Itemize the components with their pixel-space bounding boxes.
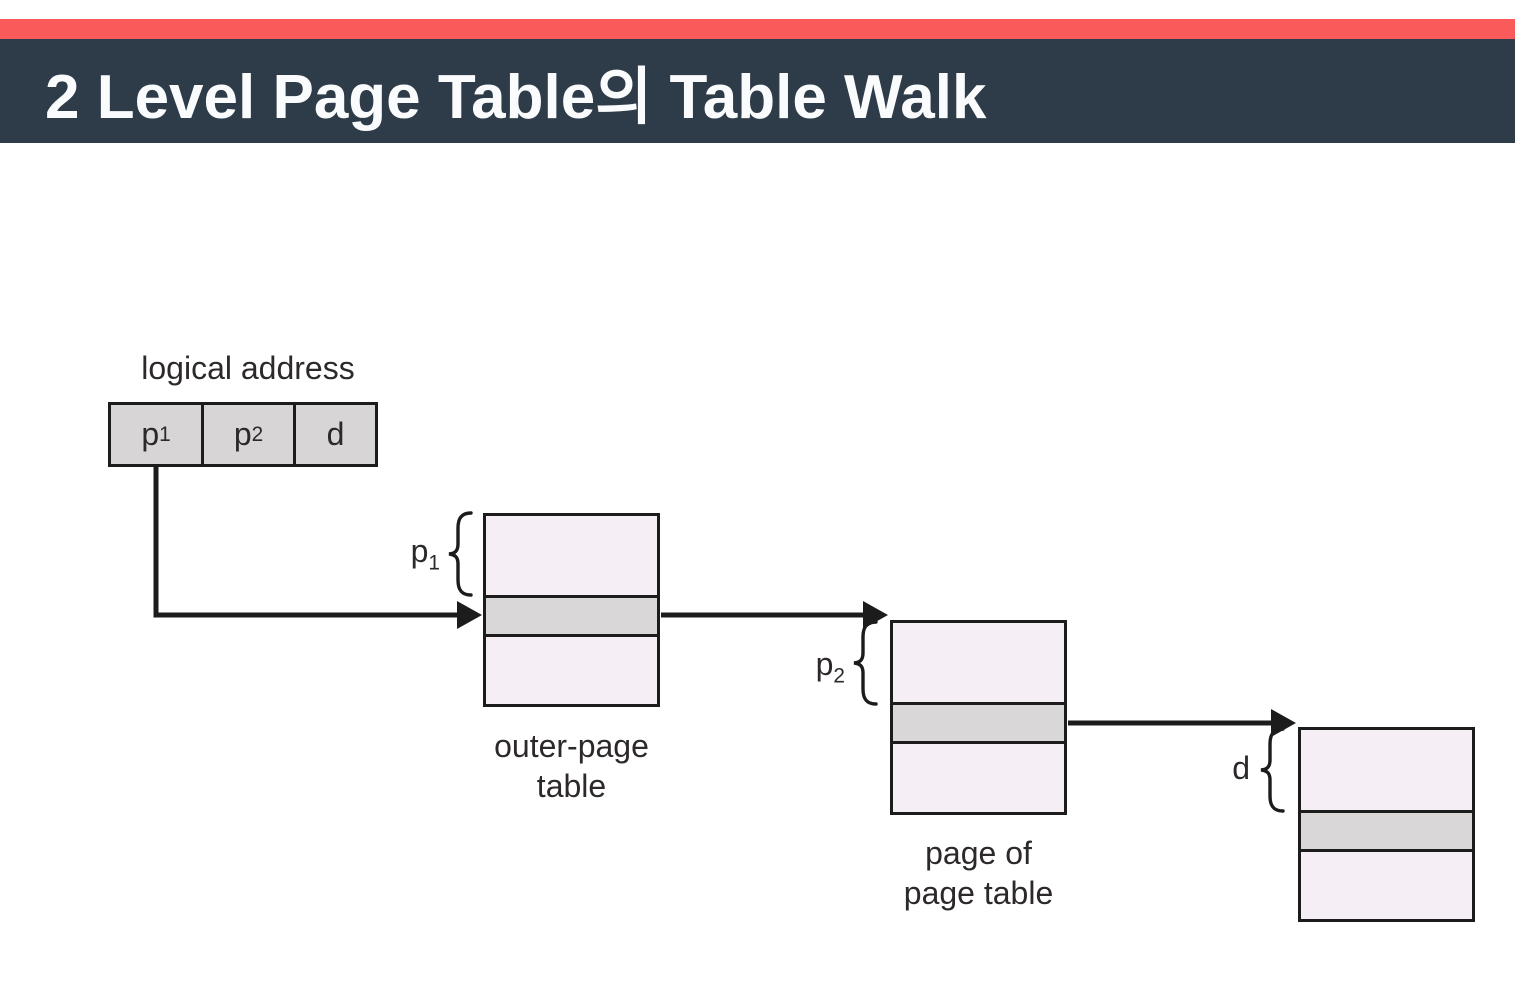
slide-title: 2 Level Page Table의 Table Walk <box>45 63 987 132</box>
table-row-light <box>893 623 1064 702</box>
address-field-d-base: d <box>326 416 345 452</box>
table-row-highlighted <box>893 702 1064 744</box>
address-field-p1-sub: 1 <box>159 422 171 446</box>
header-accent-bar <box>0 19 1515 39</box>
table-row-highlighted <box>1301 810 1472 852</box>
p2-brace <box>853 620 878 706</box>
caption-line: page of <box>925 835 1032 871</box>
p1-brace <box>448 511 473 597</box>
frame-table <box>1298 727 1475 922</box>
p2-index-sub: 2 <box>833 664 845 688</box>
table-row-light <box>1301 730 1472 810</box>
p1-index-label: p1 <box>392 531 440 583</box>
top-margin-strip <box>0 0 1515 19</box>
table-row-light <box>486 637 657 704</box>
d-brace <box>1260 727 1285 813</box>
d-index-base: d <box>1232 750 1250 786</box>
caption-line: table <box>536 768 607 804</box>
address-field-p2-sub: 2 <box>251 422 264 446</box>
p1-index-sub: 1 <box>428 551 440 575</box>
outer-page-table-caption: outer-page table <box>483 726 660 806</box>
table-row-light <box>893 744 1064 812</box>
table-row-light <box>1301 852 1472 919</box>
header-band: 2 Level Page Table의 Table Walk <box>0 39 1515 143</box>
p1-index-base: p <box>410 533 429 569</box>
address-field-d: d <box>293 405 375 464</box>
p2-index-label: p2 <box>797 644 845 696</box>
address-field-p2-base: p <box>233 416 252 452</box>
d-index-label: d <box>1202 748 1250 800</box>
table-row-light <box>486 516 657 595</box>
logical-address-label: logical address <box>141 350 355 386</box>
arrow-p1-to-outer-table <box>153 465 482 629</box>
p2-index-base: p <box>815 646 834 682</box>
caption-line: page table <box>903 875 1054 911</box>
page-of-page-table <box>890 620 1067 815</box>
table-row-highlighted <box>486 595 657 637</box>
page-of-page-table-caption: page of page table <box>890 833 1067 913</box>
outer-page-table <box>483 513 660 707</box>
caption-line: outer-page <box>494 728 649 764</box>
address-field-p1-base: p <box>141 416 160 452</box>
